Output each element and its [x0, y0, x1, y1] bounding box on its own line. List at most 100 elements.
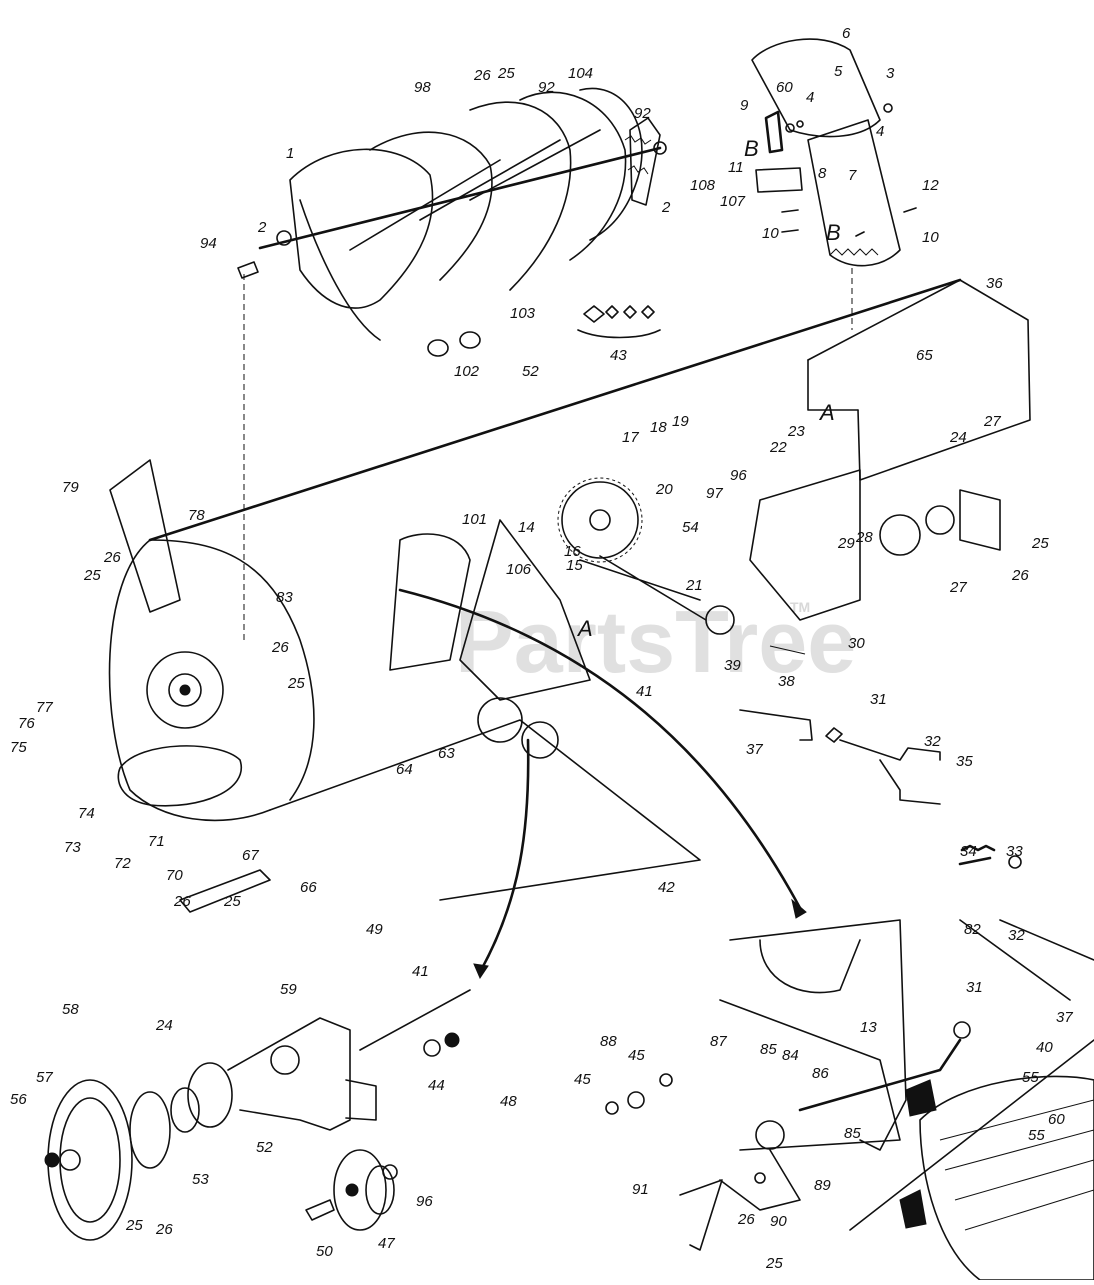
kit-label: 43 — [610, 347, 627, 364]
callout-c26a: 26 — [103, 549, 121, 566]
chute-deflector — [751, 38, 917, 330]
section-letter-a-2: A — [576, 616, 593, 641]
callout-c41b: 41 — [412, 963, 429, 980]
callout-c92b: 92 — [634, 105, 651, 122]
callout-c63: 63 — [438, 745, 455, 762]
callout-c30: 30 — [848, 635, 865, 652]
callout-c26f: 26 — [155, 1221, 173, 1238]
callout-c1: 1 — [286, 145, 294, 162]
callout-c82: 82 — [964, 921, 981, 938]
callout-c72: 72 — [114, 855, 131, 872]
callout-c58: 58 — [62, 1001, 79, 1018]
callout-c64: 64 — [396, 761, 413, 778]
callout-c76: 76 — [18, 715, 35, 732]
callout-c32b: 32 — [1008, 927, 1025, 944]
callout-c4a: 4 — [806, 89, 814, 106]
callout-c17: 17 — [622, 429, 639, 446]
callout-c97: 97 — [706, 485, 723, 502]
callout-c96b: 96 — [416, 1193, 433, 1210]
callout-c25f: 25 — [125, 1217, 143, 1234]
callout-c26c: 26 — [271, 639, 289, 656]
callout-c85a: 85 — [760, 1041, 777, 1058]
callout-c31a: 31 — [870, 691, 887, 708]
pulley-assembly — [44, 989, 471, 1241]
callout-c52a: 52 — [522, 363, 539, 380]
callout-c4b: 4 — [876, 123, 884, 140]
callout-c25a: 25 — [83, 567, 101, 584]
callout-c31b: 31 — [966, 979, 983, 996]
callout-c103: 103 — [510, 305, 536, 322]
callout-c60a: 60 — [776, 79, 793, 96]
callout-c98: 98 — [414, 79, 431, 96]
direction-arrows — [398, 588, 807, 980]
callout-c59: 59 — [280, 981, 297, 998]
callout-c74: 74 — [78, 805, 95, 822]
callout-c27a: 27 — [983, 413, 1001, 430]
callout-c20: 20 — [655, 481, 673, 498]
callout-c23: 23 — [787, 423, 805, 440]
callout-c35: 35 — [956, 753, 973, 770]
callout-c75: 75 — [10, 739, 27, 756]
callout-c106: 106 — [506, 561, 532, 578]
callout-c90: 90 — [770, 1213, 787, 1230]
callout-c85b: 85 — [844, 1125, 861, 1142]
callout-c66: 66 — [300, 879, 317, 896]
linkage-assembly — [605, 919, 1094, 1281]
callout-c77: 77 — [36, 699, 53, 716]
callout-c21: 21 — [685, 577, 703, 594]
callout-c27b: 27 — [949, 579, 967, 596]
watermark-text: PartsTree — [455, 592, 856, 691]
callout-c13: 13 — [860, 1019, 877, 1036]
callout-c25c: 25 — [287, 675, 305, 692]
callout-c91: 91 — [632, 1181, 649, 1198]
callout-c54: 54 — [682, 519, 699, 536]
callout-c37a: 37 — [746, 741, 763, 758]
callout-c55b: 55 — [1028, 1127, 1045, 1144]
callout-c2a: 2 — [257, 219, 267, 236]
callout-c26d: 26 — [1011, 567, 1029, 584]
callout-c65: 65 — [916, 347, 933, 364]
callout-c37b: 37 — [1056, 1009, 1073, 1026]
callout-c5: 5 — [834, 63, 843, 80]
callout-c83: 83 — [276, 589, 293, 606]
callout-c29: 29 — [837, 535, 855, 552]
callout-c41a: 41 — [636, 683, 653, 700]
callout-c40: 40 — [1036, 1039, 1053, 1056]
callout-c25g: 25 — [765, 1255, 783, 1272]
callout-c12: 12 — [922, 177, 939, 194]
callout-c71: 71 — [148, 833, 165, 850]
callout-c34: 34 — [960, 843, 977, 860]
callout-c18: 18 — [650, 419, 667, 436]
callout-c84: 84 — [782, 1047, 799, 1064]
callout-c55a: 55 — [1022, 1069, 1039, 1086]
callout-c87: 87 — [710, 1033, 727, 1050]
callout-c53: 53 — [192, 1171, 209, 1188]
callout-c45b: 45 — [628, 1047, 645, 1064]
callout-c50: 50 — [316, 1243, 333, 1260]
callout-c101: 101 — [462, 511, 487, 528]
callout-c45a: 45 — [574, 1071, 591, 1088]
callout-c79: 79 — [62, 479, 79, 496]
callout-c3: 3 — [886, 65, 895, 82]
callout-c28: 28 — [855, 529, 873, 546]
callout-c32a: 32 — [924, 733, 941, 750]
callout-c7: 7 — [848, 167, 857, 184]
callout-c16: 16 — [564, 543, 581, 560]
callout-c26e: 26 — [173, 893, 191, 910]
callout-c57: 57 — [36, 1069, 53, 1086]
callout-c24b: 24 — [155, 1017, 173, 1034]
section-letter-a-1: A — [818, 400, 835, 425]
callout-c42: 42 — [658, 879, 675, 896]
callout-c92a: 92 — [538, 79, 555, 96]
section-letter-b-1: B — [744, 136, 759, 161]
callout-c96a: 96 — [730, 467, 747, 484]
shear-bolt-kit — [577, 305, 661, 339]
callout-c60b: 60 — [1048, 1111, 1065, 1128]
callout-c6: 6 — [842, 25, 851, 42]
callout-c56: 56 — [10, 1091, 27, 1108]
callout-c10b: 10 — [922, 229, 939, 246]
callout-c44: 44 — [428, 1077, 445, 1094]
watermark-trademark: TM — [790, 599, 810, 615]
